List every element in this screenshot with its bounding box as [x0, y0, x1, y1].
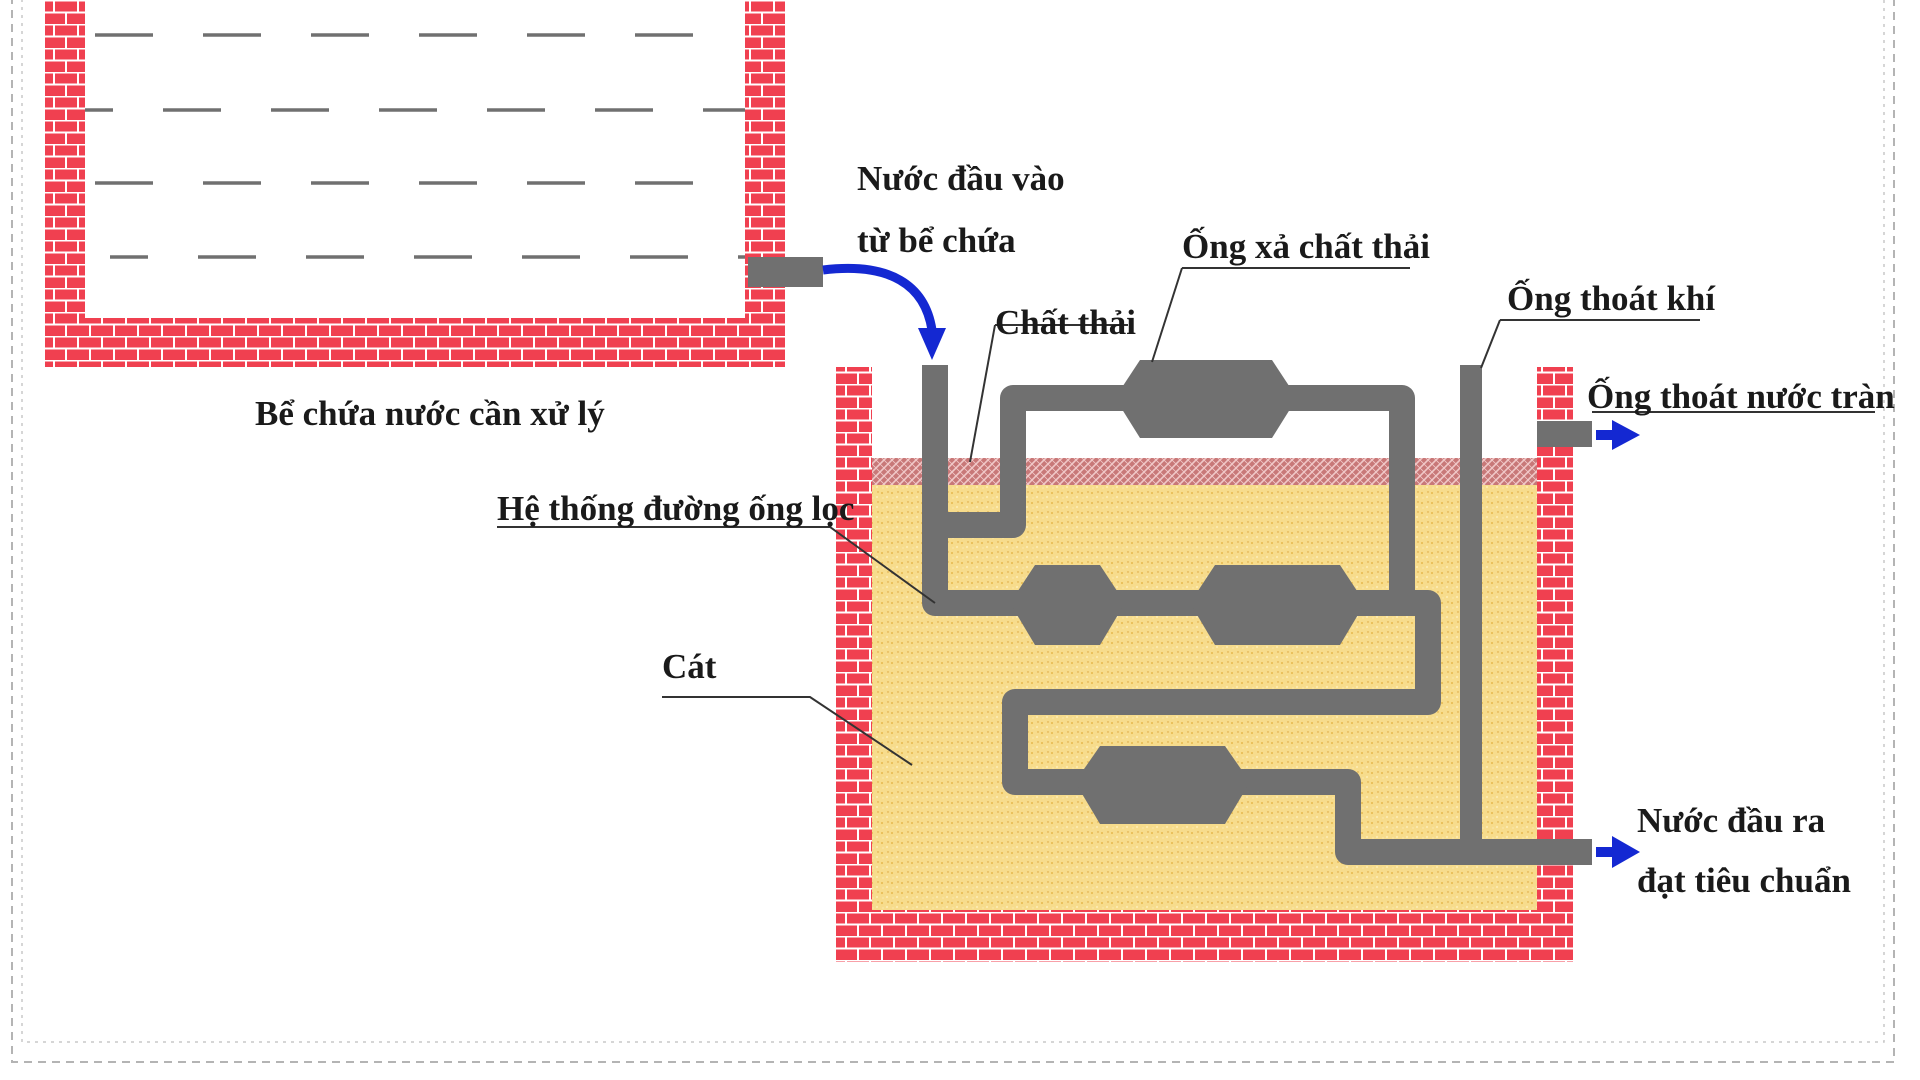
filter-right-wall	[1537, 367, 1573, 962]
sand-label: Cát	[662, 647, 717, 686]
overflow-label: Ống thoát nước tràn	[1587, 375, 1895, 416]
tank-outlet-pipe	[748, 257, 823, 287]
tank-label: Bể chứa nước cần xử lý	[255, 394, 605, 433]
waste-chamber	[1115, 360, 1297, 438]
tank-left-wall	[45, 0, 85, 367]
inlet-pipe	[922, 365, 1415, 598]
leader-lines	[497, 267, 1875, 766]
waste-pipe-label: Ống xả chất thải	[1182, 225, 1430, 266]
filter-chamber-3	[1075, 746, 1250, 824]
source-tank	[45, 0, 823, 367]
outlet-label-line2: đạt tiêu chuẩn	[1637, 861, 1851, 900]
inlet-label-line2: từ bể chứa	[857, 221, 1016, 260]
outlet-arrow	[1596, 836, 1640, 868]
filter-pipes-label: Hệ thống đường ống lọc	[497, 489, 854, 528]
filter-chamber-2	[1190, 565, 1365, 645]
inlet-arrow	[822, 263, 946, 360]
water-lines	[85, 33, 745, 259]
tank-interior	[85, 0, 745, 318]
filter-left-wall	[836, 367, 872, 962]
filter-chamber-1	[1010, 565, 1125, 645]
filter-bottom-wall	[836, 910, 1573, 962]
waste-label: Chất thải	[995, 303, 1136, 342]
tank-bottom-wall	[45, 318, 785, 367]
overflow-arrow	[1596, 420, 1640, 450]
inlet-label-line1: Nước đầu vào	[857, 159, 1065, 198]
tank-right-wall	[745, 0, 785, 367]
pipe-chambers	[1010, 360, 1365, 824]
waste-layer	[872, 458, 1537, 485]
outlet-label-line1: Nước đầu ra	[1637, 801, 1825, 840]
page-frame	[11, 0, 1895, 1063]
gas-vent-label: Ống thoát khí	[1507, 277, 1716, 318]
